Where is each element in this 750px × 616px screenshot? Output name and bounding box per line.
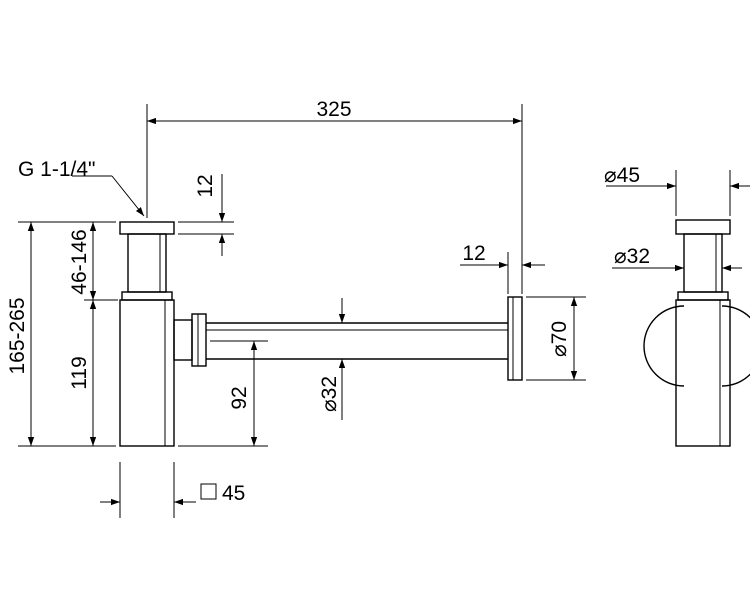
dim-pipe-diameter: ⌀32 [318, 376, 341, 412]
collar [121, 291, 173, 301]
side-flange-arc [643, 305, 685, 387]
wall-flange [507, 296, 523, 381]
front-view [119, 221, 523, 447]
dim-height-range: 165-265 [6, 297, 29, 374]
dim-flange-thickness: 12 [462, 242, 485, 265]
dim-adjust-range: 46-146 [68, 229, 91, 294]
dim-base-square: 45 [222, 482, 245, 505]
dim-flange-diameter: ⌀70 [548, 321, 571, 357]
dim-body-height: 119 [68, 356, 91, 389]
square-symbol [200, 483, 217, 500]
dim-side-pipe-diameter: ⌀32 [614, 245, 650, 268]
dim-overall-length: 325 [316, 98, 351, 121]
outlet-nut [173, 319, 193, 361]
dim-side-top-diameter: ⌀45 [604, 164, 640, 187]
side-collar [677, 291, 729, 301]
top-cap [119, 221, 175, 235]
dim-thread-label: G 1-1/4" [18, 158, 96, 181]
dimensions: 325 G 1-1/4" 12 165-265 46-146 119 92 ⌀3… [6, 98, 750, 518]
siphon-body [119, 299, 175, 447]
side-body [675, 299, 731, 447]
dim-outlet-height: 92 [228, 386, 251, 409]
outlet-ring [191, 313, 207, 367]
side-top-cap [675, 219, 731, 235]
side-view [643, 219, 750, 447]
dim-top-cap-height: 12 [194, 174, 217, 197]
